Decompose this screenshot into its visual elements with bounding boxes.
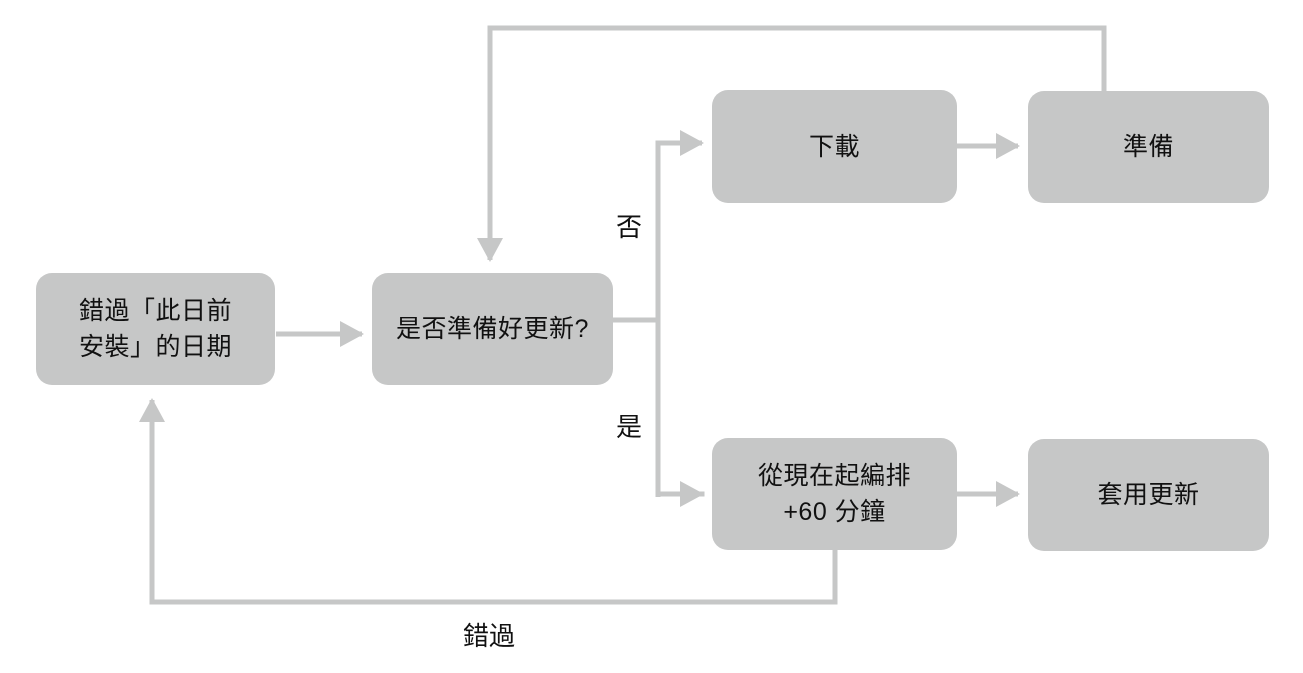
- edge-prepare-loop-to-ready: [477, 25, 1107, 262]
- node-apply-update: 套用更新: [1028, 439, 1269, 551]
- node-ready-for-update: 是否準備好更新?: [372, 273, 613, 385]
- node-download: 下載: [712, 90, 957, 203]
- node-missed-install-date: 錯過「此日前 安裝」的日期: [36, 273, 275, 385]
- edge-schedule-loop-to-missed: [139, 398, 838, 605]
- node-prepare: 準備: [1028, 91, 1269, 203]
- node-schedule-plus-60: 從現在起編排 +60 分鐘: [712, 438, 957, 550]
- edge-branch-no-to-download: [655, 130, 704, 497]
- edge-label-no: 否: [615, 212, 643, 242]
- edge-label-yes: 是: [615, 412, 643, 442]
- edge-label-missed: 錯過: [462, 621, 516, 651]
